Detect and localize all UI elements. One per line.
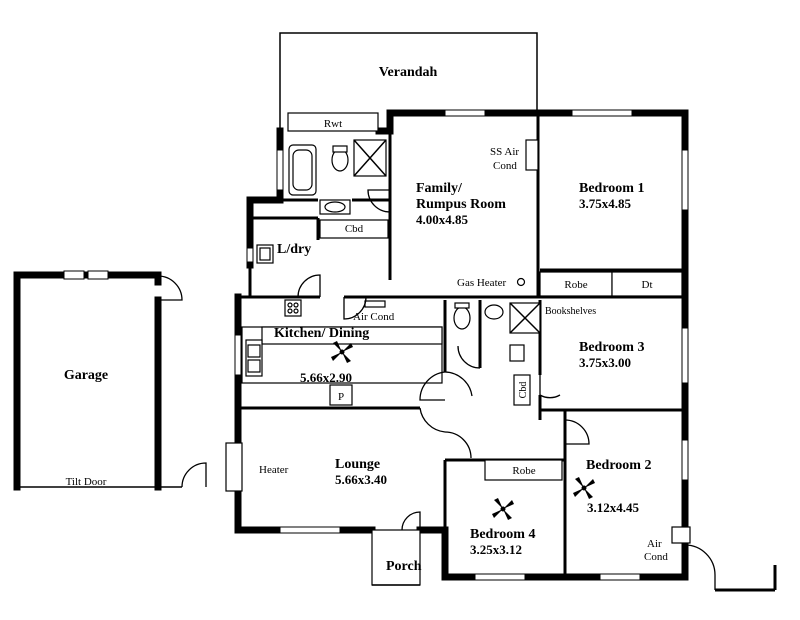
- cbd-bed3: [513, 374, 531, 406]
- ss-air-cond-label: SS Air: [490, 146, 519, 158]
- bed2-door[interactable]: [564, 419, 590, 445]
- rainwater-tank: [287, 112, 379, 132]
- bedroom-4-dimensions: 3.25x3.12: [470, 542, 522, 557]
- bedroom-1-label: Bedroom 1: [579, 181, 644, 196]
- fixtures: [225, 112, 691, 586]
- garage-window: [87, 270, 109, 280]
- hall-door-1[interactable]: [419, 371, 446, 401]
- doors: [297, 189, 777, 592]
- bedroom-3-label: Bedroom 3: [579, 340, 644, 355]
- linen-cupboard: [509, 344, 525, 362]
- heater: [225, 442, 243, 492]
- bedroom-1-dimensions: 3.75x4.85: [579, 196, 632, 211]
- robe-bed4: [484, 459, 563, 481]
- laundry-door[interactable]: [297, 274, 321, 298]
- porch-slab: [371, 529, 421, 586]
- air-cond-kitchen-label: Air Cond: [353, 311, 395, 323]
- family-room-label: Family/: [416, 181, 463, 196]
- rear-door[interactable]: [684, 544, 716, 590]
- garage-rear-door[interactable]: [181, 462, 207, 488]
- family-room-label-2: Rumpus Room: [416, 197, 506, 212]
- verandah-outline: [279, 32, 538, 130]
- gas-heater: [516, 277, 526, 287]
- air-cond-bed2-label-2: Cond: [644, 551, 668, 563]
- gas-heater-label: Gas Heater: [457, 277, 507, 289]
- front-door[interactable]: [401, 511, 421, 531]
- verandah-label: Verandah: [379, 65, 438, 80]
- pantry: [329, 384, 353, 406]
- robe-bed1-label: Robe: [564, 279, 587, 291]
- bedroom-4-label: Bedroom 4: [470, 527, 535, 542]
- bed3-door[interactable]: [539, 375, 561, 399]
- air-cond-bed2: [671, 526, 691, 544]
- robe-bed4-label: Robe: [512, 465, 535, 477]
- cupboard: [319, 219, 389, 239]
- wc-door[interactable]: [457, 345, 481, 369]
- air-cond-bed2-label: Air: [647, 538, 662, 550]
- basin-2: [484, 304, 504, 320]
- ceiling-fan-bed2: [573, 477, 595, 499]
- ss-air-cond-label-2: Cond: [493, 160, 517, 172]
- pantry-label: P: [338, 391, 344, 403]
- cooktop: [284, 299, 302, 317]
- family-door[interactable]: [367, 189, 391, 213]
- toilet-2: [453, 306, 471, 330]
- bookshelves-label: Bookshelves: [545, 306, 596, 317]
- kitchen-door[interactable]: [343, 296, 367, 320]
- ss-air-cond-unit: [525, 139, 539, 171]
- bedroom-3-dimensions: 3.75x3.00: [579, 355, 631, 370]
- ceiling-fan-bed4: [492, 498, 514, 520]
- bedroom-2-dimensions: 3.12x4.45: [587, 500, 640, 515]
- garage-outline: [13, 270, 207, 491]
- cbd-vertical-label: Cbd: [518, 382, 529, 399]
- bed4-door-arc[interactable]: [444, 431, 472, 459]
- ceiling-fan-kitchen: [331, 341, 353, 363]
- garage-side-door[interactable]: [157, 275, 183, 301]
- dt-cupboard: [611, 271, 683, 297]
- heater-label: Heater: [259, 464, 289, 476]
- windows: [234, 109, 689, 581]
- tilt-door-label: Tilt Door: [66, 476, 107, 488]
- kitchen-label: Kitchen/ Dining: [274, 326, 369, 341]
- family-room-dimensions: 4.00x4.85: [416, 212, 469, 227]
- garage-label: Garage: [64, 368, 108, 383]
- lounge-dimensions: 5.66x3.40: [335, 472, 387, 487]
- laundry-label: L/dry: [277, 242, 311, 257]
- lounge-door[interactable]: [419, 407, 446, 433]
- kitchen-dimensions: 5.66x2.90: [300, 370, 352, 385]
- cbd-label: Cbd: [345, 223, 364, 235]
- rwt-label: Rwt: [324, 118, 342, 130]
- hall-door-2[interactable]: [444, 371, 473, 397]
- lounge-label: Lounge: [335, 457, 380, 472]
- bedroom-2-label: Bedroom 2: [586, 458, 651, 473]
- porch-label: Porch: [386, 559, 422, 574]
- air-cond-unit: [364, 300, 386, 308]
- garage-window: [63, 270, 85, 280]
- dt-label: Dt: [642, 279, 653, 291]
